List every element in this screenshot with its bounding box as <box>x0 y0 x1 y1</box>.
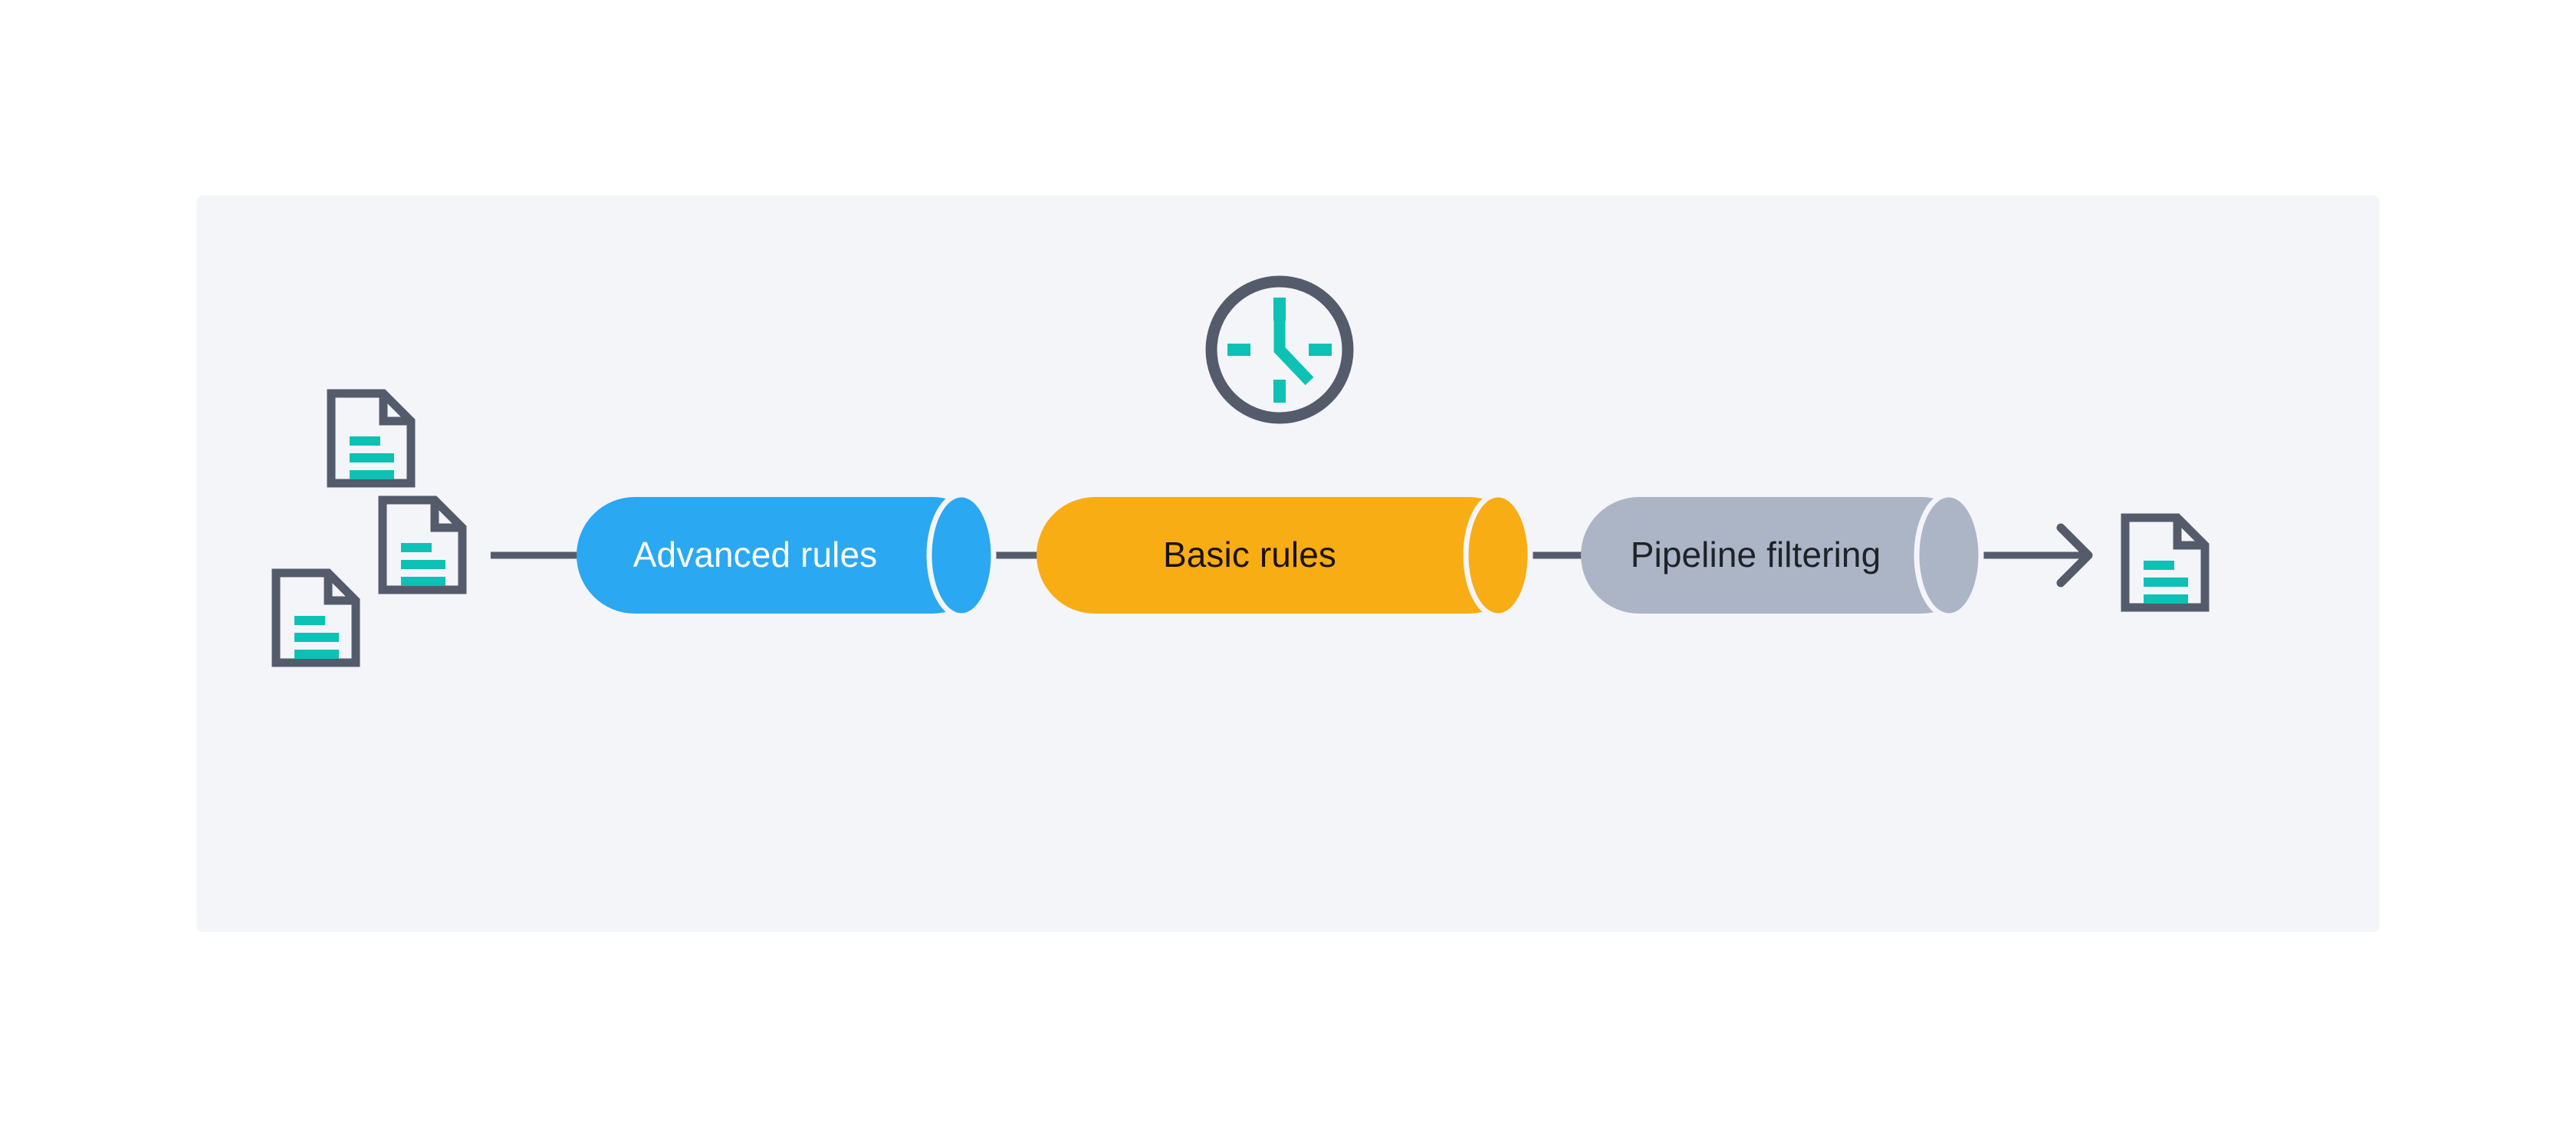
cylinder-cap-advanced-rules <box>926 492 997 619</box>
stage-basic-rules[interactable] <box>1037 492 1533 619</box>
stage-label-basic-rules: Basic rules <box>1162 535 1337 574</box>
arrow-head-icon <box>2056 523 2093 588</box>
cylinder-cap-basic-rules <box>1463 492 1533 619</box>
cylinder-cap-pipeline-filtering <box>1914 492 1984 619</box>
stage-label-pipeline-filtering: Pipeline filtering <box>1630 535 1881 574</box>
clock-icon <box>1205 275 1354 424</box>
output-document <box>2125 518 2205 607</box>
clock-tick-3 <box>1309 344 1332 356</box>
clock-tick-9 <box>1227 344 1250 356</box>
stage-advanced-rules[interactable] <box>577 492 997 619</box>
clock-tick-6 <box>1273 380 1286 403</box>
clock-hands <box>1273 310 1314 386</box>
input-document-bottom <box>276 573 356 663</box>
stage-label-advanced-rules: Advanced rules <box>632 535 878 574</box>
stage-pipeline-filtering[interactable] <box>1581 492 1984 619</box>
input-document-middle <box>383 500 462 590</box>
input-document-top <box>331 393 411 483</box>
